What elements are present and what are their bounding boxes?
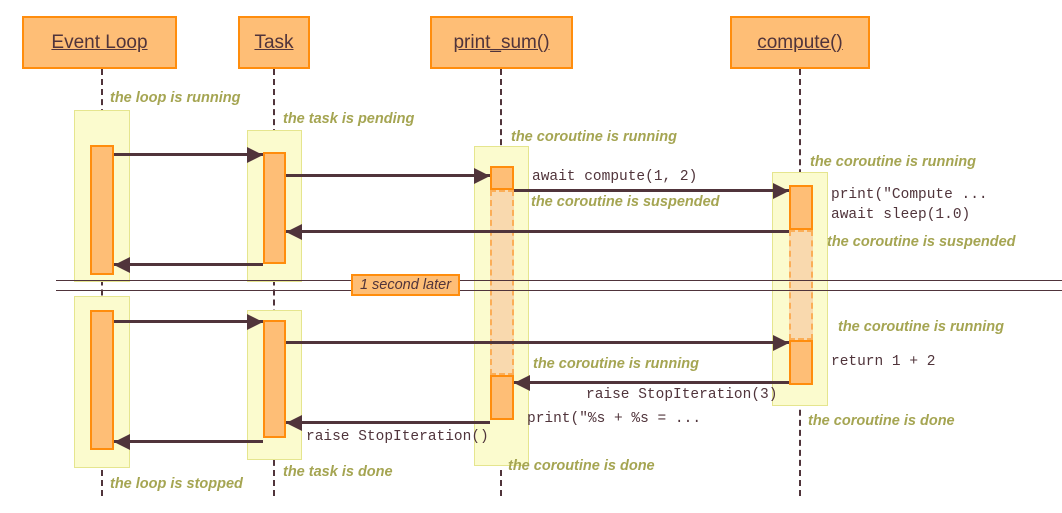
act-task-1	[263, 152, 286, 264]
code-await-sleep: await sleep(1.0)	[831, 207, 971, 223]
participant-task[interactable]: Task	[238, 16, 310, 69]
msg-task-to-printsum-1[interactable]	[286, 174, 490, 177]
msg-printsum-to-task-2[interactable]	[286, 421, 490, 424]
code-print-result: print("%s + %s = ...	[527, 411, 702, 427]
note-compute-done: the coroutine is done	[808, 413, 955, 429]
divider-1-second-later: 1 second later	[351, 274, 460, 296]
note-compute-running-1: the coroutine is running	[810, 154, 976, 170]
msg-compute-to-printsum-2[interactable]	[514, 381, 789, 384]
msg-printsum-to-task-2-arrowhead	[286, 414, 302, 431]
msg-task-to-loop-1[interactable]	[114, 263, 263, 266]
act-task-2	[263, 320, 286, 438]
participant-compute[interactable]: compute()	[730, 16, 870, 69]
msg-loop-to-task-2[interactable]	[114, 320, 263, 323]
note-printsum-running-1: the coroutine is running	[511, 129, 677, 145]
msg-printsum-to-compute-1-arrowhead	[773, 182, 789, 199]
note-compute-suspended: the coroutine is suspended	[827, 234, 1016, 250]
act-compute-susp	[789, 230, 813, 340]
note-task-done: the task is done	[283, 464, 393, 480]
msg-compute-to-printsum-2-arrowhead	[514, 374, 530, 391]
note-task-pending: the task is pending	[283, 111, 415, 127]
participant-event_loop[interactable]: Event Loop	[22, 16, 177, 69]
msg-task-to-printsum-1-arrowhead	[474, 167, 490, 184]
note-printsum-suspended: the coroutine is suspended	[531, 194, 720, 210]
participant-print_sum[interactable]: print_sum()	[430, 16, 573, 69]
msg-compute-to-task-1[interactable]	[286, 230, 789, 233]
act-print-sum-2	[490, 375, 514, 420]
code-raise-stop-3: raise StopIteration(3)	[586, 387, 778, 403]
participant-label-compute: compute()	[757, 32, 843, 53]
msg-task-to-loop-1-arrowhead	[114, 256, 130, 273]
lifeline-event_loop	[101, 69, 103, 496]
note-loop-stopped: the loop is stopped	[110, 476, 243, 492]
act-compute-2	[789, 340, 813, 385]
divider-line-2	[56, 290, 1062, 291]
msg-task-to-compute-2-arrowhead	[773, 334, 789, 351]
msg-task-to-compute-2[interactable]	[286, 341, 789, 344]
msg-task-to-loop-2-arrowhead	[114, 433, 130, 450]
lifeline-task	[273, 69, 275, 496]
code-print-compute: print("Compute ...	[831, 187, 988, 203]
note-loop-running: the loop is running	[110, 90, 241, 106]
act-event-loop-2	[90, 310, 114, 450]
code-raise-stop: raise StopIteration()	[306, 429, 489, 445]
msg-loop-to-task-1-arrowhead	[247, 146, 263, 163]
act-print-sum-susp	[490, 190, 514, 375]
msg-printsum-to-compute-1[interactable]	[514, 189, 789, 192]
msg-task-to-loop-2[interactable]	[114, 440, 263, 443]
note-compute-running-2: the coroutine is running	[838, 319, 1004, 335]
msg-loop-to-task-2-arrowhead	[247, 313, 263, 330]
code-await-compute: await compute(1, 2)	[532, 169, 698, 185]
act-print-sum-1	[490, 166, 514, 190]
act-event-loop-1	[90, 145, 114, 275]
divider-label: 1 second later	[359, 276, 452, 293]
participant-label-print_sum: print_sum()	[453, 32, 550, 53]
code-return-sum: return 1 + 2	[831, 354, 936, 370]
note-printsum-running-2: the coroutine is running	[533, 356, 699, 372]
msg-loop-to-task-1[interactable]	[114, 153, 263, 156]
participant-label-task: Task	[254, 32, 294, 53]
participant-label-event_loop: Event Loop	[51, 32, 148, 53]
act-compute-1	[789, 185, 813, 230]
msg-compute-to-task-1-arrowhead	[286, 223, 302, 240]
divider-line-1	[56, 280, 1062, 281]
note-printsum-done: the coroutine is done	[508, 458, 655, 474]
